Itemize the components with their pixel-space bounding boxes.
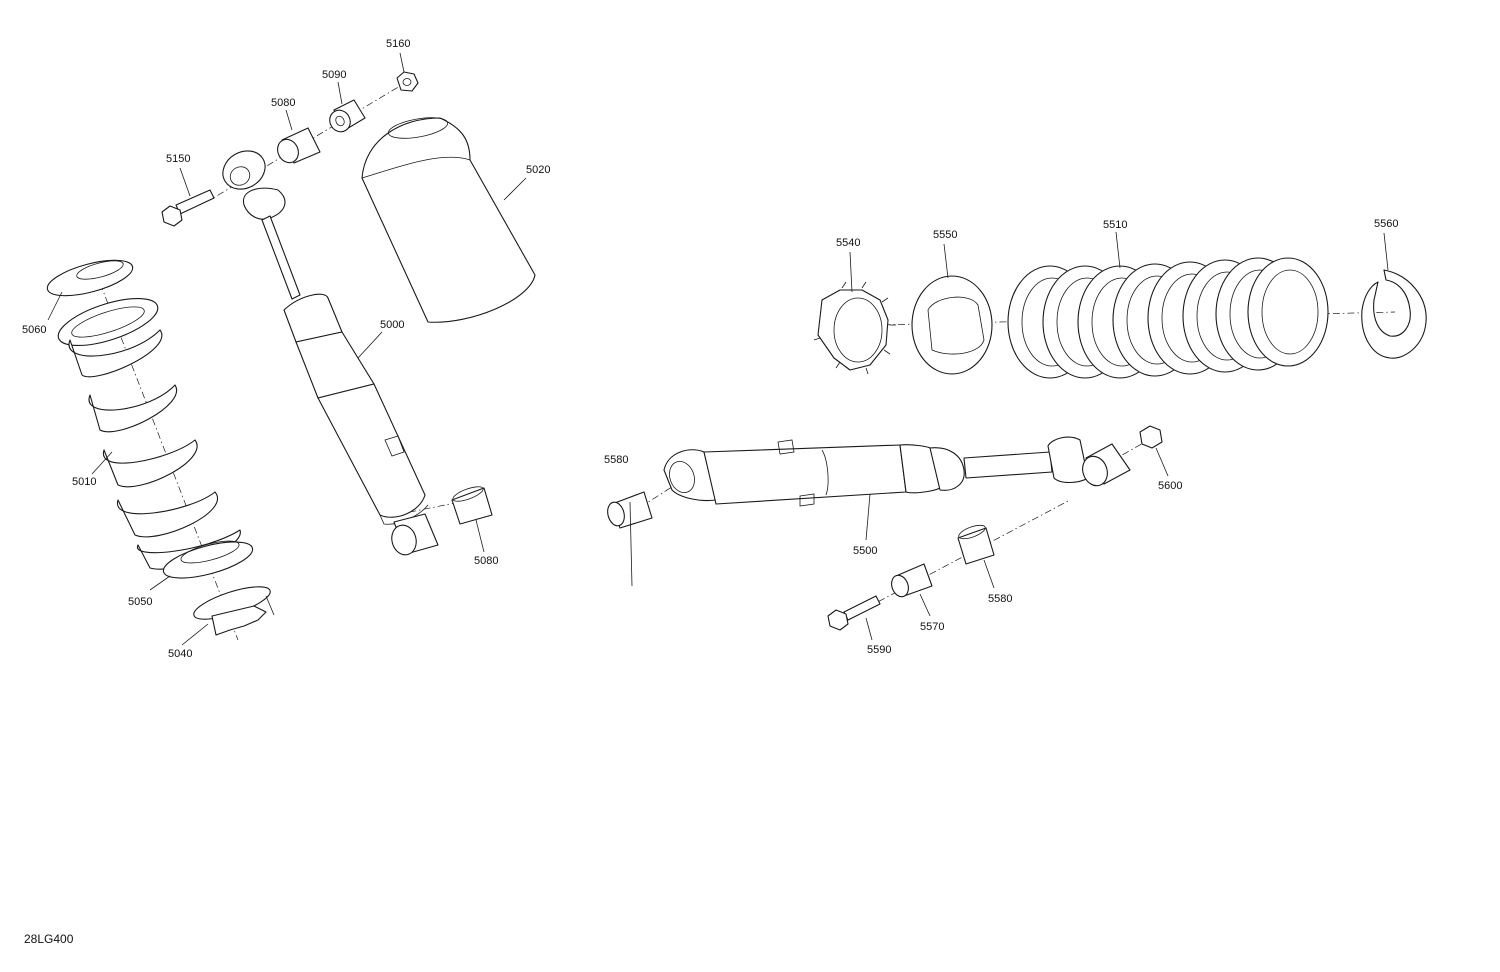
callout-5010: 5010 xyxy=(72,476,96,488)
callout-5580-lower: 5580 xyxy=(988,593,1012,605)
callout-5150: 5150 xyxy=(166,153,190,165)
part-5500-shock-absorber[interactable] xyxy=(663,436,1089,507)
figure-reference-code: 28LG400 xyxy=(24,932,74,946)
callout-5600: 5600 xyxy=(1158,480,1182,492)
callout-5590: 5590 xyxy=(867,644,891,656)
callout-5020: 5020 xyxy=(526,164,550,176)
part-5510-spring[interactable] xyxy=(1007,257,1329,379)
part-5080-bushing-lower[interactable] xyxy=(389,484,493,558)
callout-5510: 5510 xyxy=(1103,219,1127,231)
part-5040-adjuster-cam[interactable] xyxy=(191,580,275,636)
part-5600-nut[interactable] xyxy=(1139,425,1163,449)
callout-5000: 5000 xyxy=(380,319,404,331)
part-5060-upper-retainer[interactable] xyxy=(44,253,136,303)
callout-5080-lower: 5080 xyxy=(474,555,498,567)
callout-5090: 5090 xyxy=(322,69,346,81)
callout-labels: 5160 5090 5080 5150 5020 5060 5000 5010 … xyxy=(22,38,1398,946)
callout-5060: 5060 xyxy=(22,324,46,336)
callout-5550: 5550 xyxy=(933,229,957,241)
part-5010-main-spring[interactable] xyxy=(53,289,241,570)
callout-5560: 5560 xyxy=(1374,218,1398,230)
part-5550-washer[interactable] xyxy=(911,275,993,375)
callout-5500: 5500 xyxy=(853,545,877,557)
part-5570-spacer[interactable] xyxy=(889,563,933,599)
part-5590-bolt[interactable] xyxy=(827,595,881,631)
part-5580-bushing-right-eye[interactable] xyxy=(1079,443,1131,489)
part-5050-lower-retainer[interactable] xyxy=(160,535,256,586)
part-5580-bushing-lower[interactable] xyxy=(957,523,995,565)
part-5080-bushing-upper[interactable] xyxy=(274,127,321,166)
right-spring-assembly xyxy=(813,231,1427,379)
part-5160-nut[interactable] xyxy=(396,71,419,92)
part-5560-retaining-clip[interactable] xyxy=(1361,269,1427,359)
callout-5540: 5540 xyxy=(836,237,860,249)
part-5540-spring-nut[interactable] xyxy=(813,281,896,375)
callout-5050: 5050 xyxy=(128,596,152,608)
callout-5040: 5040 xyxy=(168,648,192,660)
part-5150-bolt[interactable] xyxy=(161,189,215,227)
callout-5160: 5160 xyxy=(386,38,410,50)
callout-5570: 5570 xyxy=(920,621,944,633)
left-shock-assembly xyxy=(44,52,536,646)
part-5580-bushing-left[interactable] xyxy=(605,491,653,529)
right-shock-assembly xyxy=(605,425,1169,641)
part-5000-shock-absorber[interactable] xyxy=(216,143,429,525)
callout-5580-left: 5580 xyxy=(604,454,628,466)
part-5090-spacer[interactable] xyxy=(326,99,366,136)
callout-5080-upper: 5080 xyxy=(271,97,295,109)
part-5020-cover[interactable] xyxy=(361,114,536,323)
